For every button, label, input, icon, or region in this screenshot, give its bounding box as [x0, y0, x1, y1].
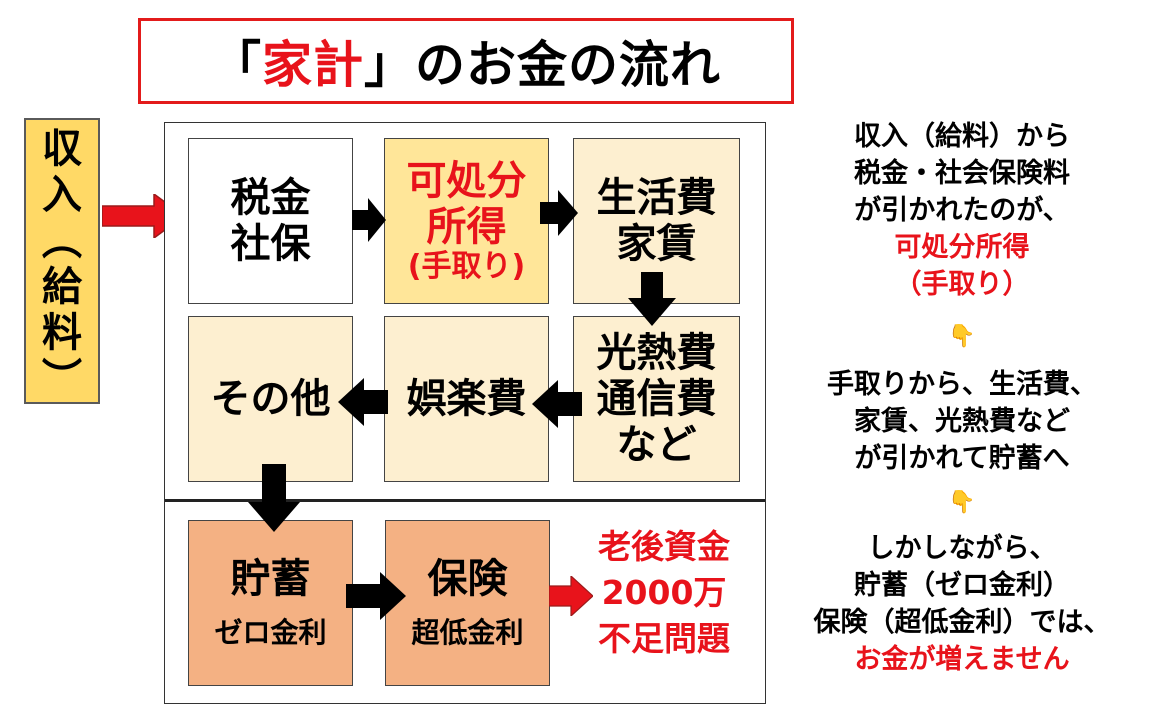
note-line: が引かれたのが、	[854, 195, 1070, 226]
note-paragraph-2: 手取りから、生活費、 家賃、光熱費など が引かれて貯蓄へ	[770, 366, 1154, 477]
other-box: その他	[188, 316, 353, 482]
arrow-left-icon	[338, 378, 388, 426]
note-line: が引かれて貯蓄へ	[854, 443, 1070, 474]
take-home-label: (手取り)	[407, 249, 526, 284]
income-char: ︶	[42, 356, 82, 402]
arrow-left-icon	[532, 380, 582, 428]
insurance-box: 保険 超低金利	[385, 520, 550, 686]
note-line-highlight: （手取り）	[894, 269, 1030, 300]
income-label: 所得	[426, 204, 507, 250]
retirement-funds-label: 老後資金	[598, 527, 730, 566]
arrow-right-icon	[540, 190, 578, 236]
living-expenses-label: 生活費	[596, 175, 717, 221]
income-char: 料	[42, 310, 82, 356]
income-box: 収 入 ︵ 給 料 ︶	[24, 118, 100, 404]
title-highlight: 家計	[262, 36, 364, 94]
entertainment-label: 娯楽費	[406, 376, 527, 422]
arrow-down-icon	[248, 464, 300, 532]
social-insurance-label: 社保	[230, 221, 311, 267]
rent-label: 家賃	[616, 221, 697, 267]
disposable-label: 可処分	[406, 158, 527, 204]
utilities-label: 光熱費	[596, 330, 717, 376]
pointing-down-icon: 👇	[948, 489, 976, 515]
note-line: 保険（超低金利）では、	[813, 607, 1111, 638]
shortage-label: 不足問題	[598, 619, 730, 658]
note-line: しかしながら、	[867, 533, 1057, 564]
note-line: 税金・社会保険料	[854, 158, 1070, 189]
savings-box: 貯蓄 ゼロ金利	[188, 520, 353, 686]
frame-divider	[165, 499, 765, 502]
savings-label: 貯蓄	[230, 556, 311, 602]
title-open-bracket: 「	[211, 36, 262, 94]
title-close-bracket: 」	[364, 36, 415, 94]
note-line: 家賃、光熱費など	[854, 406, 1070, 437]
insurance-label: 保険	[427, 556, 508, 602]
disposable-income-box: 可処分 所得 (手取り)	[384, 138, 549, 304]
income-char: 入	[42, 172, 82, 218]
entertainment-box: 娯楽費	[384, 316, 549, 482]
pointing-down-icon: 👇	[948, 323, 976, 349]
tax-box: 税金 社保	[188, 138, 353, 304]
page-title: 「家計」のお金の流れ	[138, 18, 794, 104]
income-char: ︵	[42, 218, 82, 264]
note-paragraph-1: 収入（給料）から 税金・社会保険料 が引かれたのが、 可処分所得 （手取り）	[770, 118, 1154, 303]
title-rest: のお金の流れ	[415, 36, 721, 94]
income-char: 給	[42, 264, 82, 310]
communication-label: 通信費	[596, 376, 717, 422]
arrow-right-icon	[352, 198, 386, 242]
note-line: 貯蓄（ゼロ金利）	[854, 570, 1070, 601]
note-line-highlight: 可処分所得	[894, 232, 1030, 263]
income-char: 収	[42, 126, 82, 172]
etc-label: など	[616, 422, 697, 468]
retirement-problem: 老後資金 2000万 不足問題	[582, 524, 746, 662]
zero-interest-label: ゼロ金利	[214, 616, 327, 649]
note-line: 収入（給料）から	[854, 121, 1070, 152]
arrow-right-icon	[346, 572, 406, 620]
note-line: 手取りから、生活費、	[827, 369, 1097, 400]
ultra-low-interest-label: 超低金利	[411, 616, 524, 649]
arrow-down-icon	[628, 272, 676, 326]
amount-label: 2000万	[601, 573, 727, 612]
note-paragraph-3: しかしながら、 貯蓄（ゼロ金利） 保険（超低金利）では、 お金が増えません	[770, 530, 1154, 678]
red-arrow-right-icon	[549, 576, 593, 616]
utilities-box: 光熱費 通信費 など	[573, 316, 740, 482]
tax-label: 税金	[230, 175, 311, 221]
note-line-highlight: お金が増えません	[854, 644, 1070, 675]
other-label: その他	[210, 376, 331, 422]
